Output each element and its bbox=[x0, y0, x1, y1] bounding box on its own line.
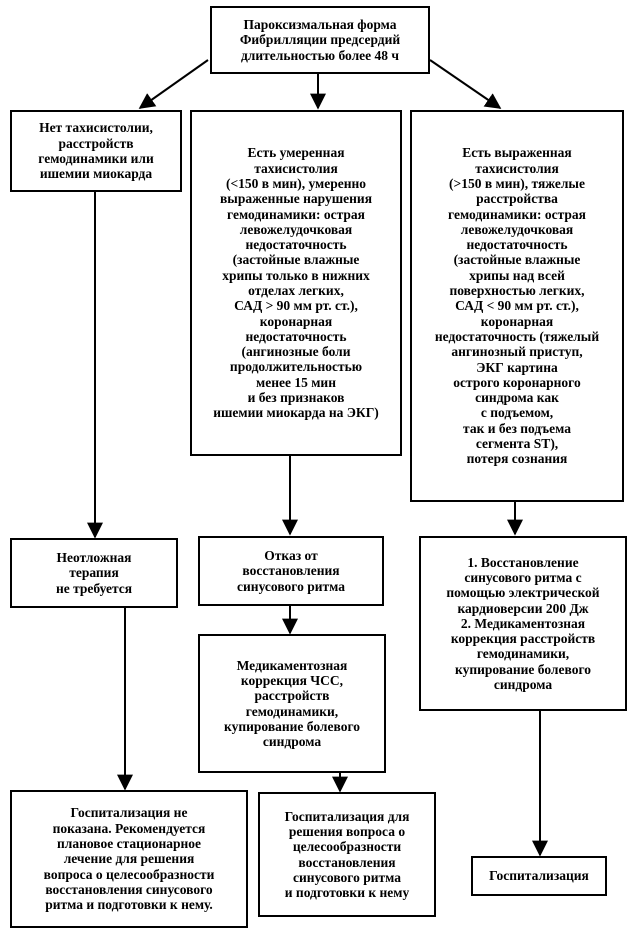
arrow-root-to-col3 bbox=[429, 59, 502, 109]
col2-condition-box: Есть умеренная тахисистолия (<150 в мин)… bbox=[190, 110, 402, 456]
col2-final-box: Госпитализация для решения вопроса о цел… bbox=[258, 792, 436, 917]
col3-final-box: Госпитализация bbox=[471, 856, 607, 896]
root-box: Пароксизмальная форма Фибрилляции предсе… bbox=[210, 6, 430, 74]
col2-medication-box: Медикаментозная коррекция ЧСС, расстройс… bbox=[198, 634, 386, 773]
col2-action-box: Отказ от восстановления синусового ритма bbox=[198, 536, 384, 606]
col3-condition-box: Есть выраженная тахисистолия (>150 в мин… bbox=[410, 110, 624, 502]
col1-condition-box: Нет тахисистолии, расстройств гемодинами… bbox=[10, 110, 182, 192]
col1-final-box: Госпитализация не показана. Рекомендуетс… bbox=[10, 790, 248, 928]
col1-action-box: Неотложная терапия не требуется bbox=[10, 538, 178, 608]
col3-action-box: 1. Восстановление синусового ритма с пом… bbox=[419, 536, 627, 711]
arrow-root-to-col1 bbox=[138, 59, 209, 109]
